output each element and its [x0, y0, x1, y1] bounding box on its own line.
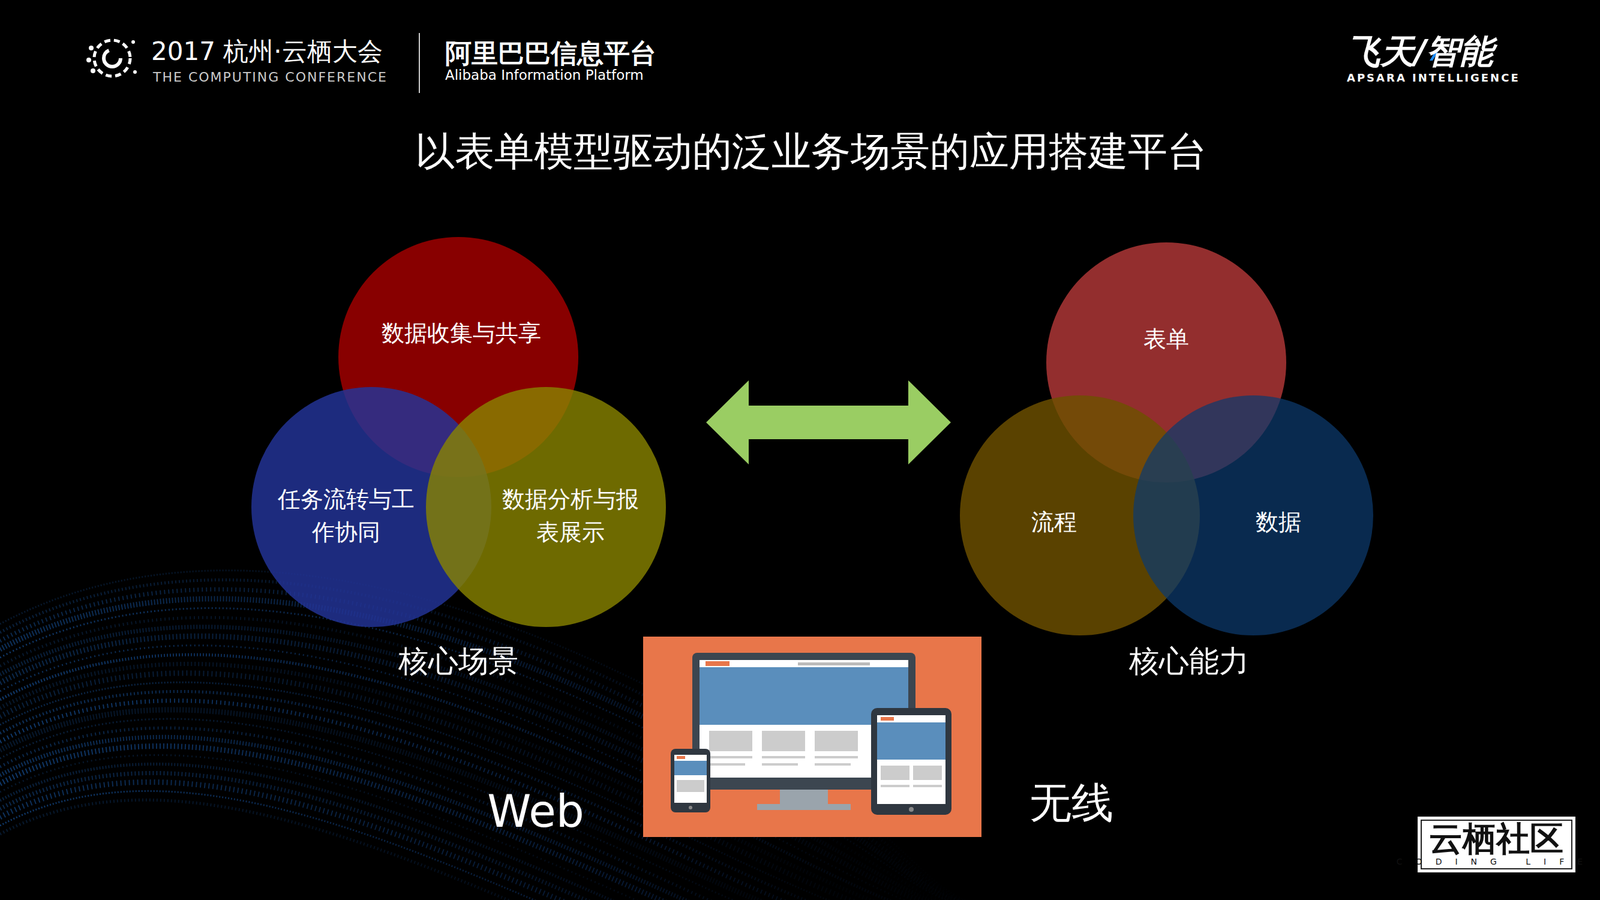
venn-circle: 数据	[1133, 395, 1374, 636]
circle-label: 任务流转与工作协同	[274, 482, 419, 549]
circle-fill	[1133, 395, 1374, 636]
circle-label: 数据收集与共享	[365, 316, 558, 350]
circle-label: 数据	[1218, 505, 1339, 539]
header-divider	[418, 32, 420, 93]
conference-logo	[86, 40, 137, 77]
swirl-stroke	[0, 617, 1020, 900]
platform-label: Web	[487, 785, 584, 837]
circle-fill	[425, 386, 666, 627]
swirl-stroke	[0, 579, 1020, 900]
brand-name: 飞天/智能	[1346, 32, 1494, 71]
circle-shape	[1133, 395, 1374, 636]
company-name: 阿里巴巴信息平台	[445, 38, 657, 69]
swirl-stroke	[0, 654, 1020, 900]
conference-name: 2017 杭州·云栖大会	[151, 37, 383, 66]
circle-label: 表单	[1106, 322, 1227, 356]
conference-subtitle: THE COMPUTING CONFERENCE	[152, 69, 388, 85]
watermark-subtitle: CODING LIFE	[1396, 856, 1596, 867]
watermark-text: 云栖社区	[1429, 819, 1564, 858]
double-arrow	[706, 380, 951, 465]
swirl-stroke	[0, 608, 1020, 900]
swirl-stroke	[0, 626, 1020, 900]
swirl-stroke	[0, 598, 1020, 900]
venn-circle: 数据分析与报表展示	[425, 386, 666, 627]
slide-title: 以表单模型驱动的泛业务场景的应用搭建平台	[415, 128, 1208, 175]
group-label: 核心场景	[398, 644, 519, 680]
platform-label: 无线	[1029, 778, 1114, 828]
devices-illustration	[643, 636, 982, 837]
circle-label: 流程	[994, 505, 1115, 539]
circle-label: 数据分析与报表展示	[498, 482, 643, 549]
company-subtitle: Alibaba Information Platform	[445, 67, 644, 83]
group-label: 核心能力	[1129, 644, 1250, 680]
brand-subtitle: APSARA INTELLIGENCE	[1346, 71, 1521, 85]
